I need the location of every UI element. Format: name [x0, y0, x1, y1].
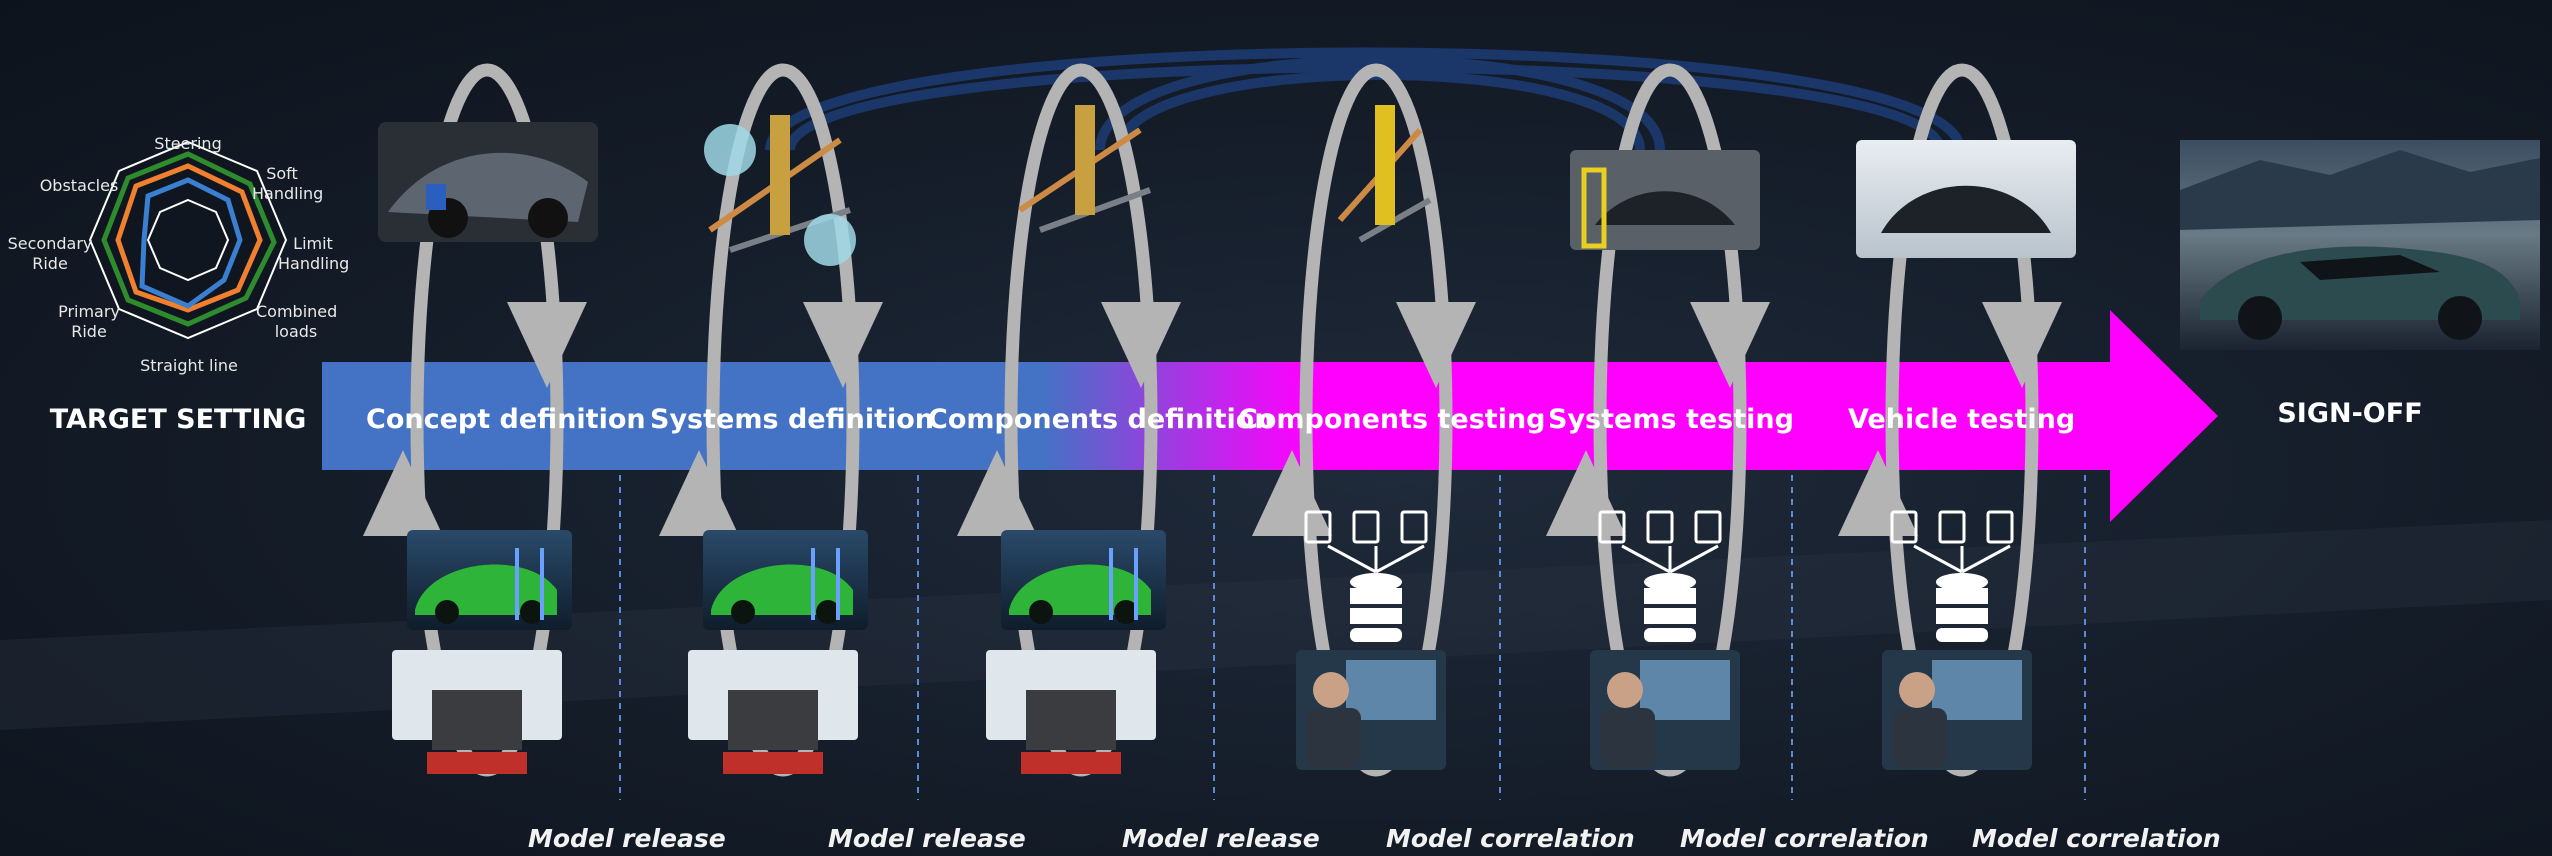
car-on-snow-photo	[1856, 140, 2076, 258]
radar-label-straight-line: Straight line	[140, 356, 238, 375]
release-label: Model release	[828, 824, 1026, 853]
radar-label-primary-ride: Primary Ride	[58, 302, 120, 341]
release-label: Model correlation	[1386, 824, 1635, 853]
suspension-assembly-render	[704, 115, 856, 266]
down-arrowhead	[1690, 302, 1770, 388]
release-label: Model correlation	[1680, 824, 1929, 853]
suspension-link-render	[1018, 105, 1152, 233]
engineer-at-screens-photo	[1882, 650, 2032, 770]
down-arrowhead	[803, 302, 883, 388]
database-icon	[1598, 510, 1722, 642]
release-label: Model correlation	[1972, 824, 2221, 853]
down-arrowhead	[507, 302, 587, 388]
radar-label-steering: Steering	[154, 134, 222, 153]
database-icon	[1890, 510, 2014, 642]
stage-systems-definition: Systems definition	[650, 404, 935, 435]
green-car-sim	[703, 530, 868, 630]
radar-chart	[88, 140, 288, 340]
radar-label-combined-loads: Combined loads	[256, 302, 338, 341]
stage-components-definition: Components definition	[928, 404, 1274, 435]
stage-vehicle-testing: Vehicle testing	[1848, 404, 2076, 435]
radar-label-limit-handling: Limit Handling	[278, 234, 350, 273]
database-icon	[1304, 510, 1428, 642]
sign-off-label: SIGN-OFF	[2277, 398, 2423, 429]
stage-components-testing: Components testing	[1238, 404, 1546, 435]
stage-concept-definition: Concept definition	[366, 404, 646, 435]
car-on-rig-photo	[1570, 150, 1760, 250]
engineer-at-screens-photo	[1296, 650, 1446, 770]
target-setting-title: TARGET SETTING	[49, 404, 307, 435]
release-label: Model release	[1122, 824, 1320, 853]
engineer-at-screens-photo	[1590, 650, 1740, 770]
car-chassis-render	[378, 122, 598, 242]
stage-systems-testing: Systems testing	[1548, 404, 1794, 435]
background-road	[0, 520, 2552, 730]
up-arrowhead	[957, 450, 1037, 536]
radar-label-soft-handling: Soft Handling	[252, 164, 324, 203]
down-arrowhead	[1396, 302, 1476, 388]
radar-label-obstacles: Obstacles	[39, 176, 119, 195]
driving-simulator-photo	[986, 650, 1156, 774]
driving-simulator-photo	[392, 650, 562, 774]
green-car-sim	[1001, 530, 1166, 630]
down-arrowhead	[1101, 302, 1181, 388]
driving-simulator-photo	[688, 650, 858, 774]
radar-label-secondary-ride: Secondary Ride	[7, 234, 93, 273]
green-car-sim	[407, 530, 572, 630]
shock-absorber-photo	[1337, 105, 1432, 243]
up-arrowhead	[363, 450, 443, 536]
up-arrowhead	[1252, 450, 1332, 536]
up-arrowhead	[1838, 450, 1918, 536]
down-arrowhead	[1982, 302, 2062, 388]
release-label: Model release	[528, 824, 726, 853]
up-arrowhead	[659, 450, 739, 536]
sports-car-photo	[2180, 140, 2540, 350]
stage-images	[378, 105, 2076, 774]
up-arrowhead	[1546, 450, 1626, 536]
